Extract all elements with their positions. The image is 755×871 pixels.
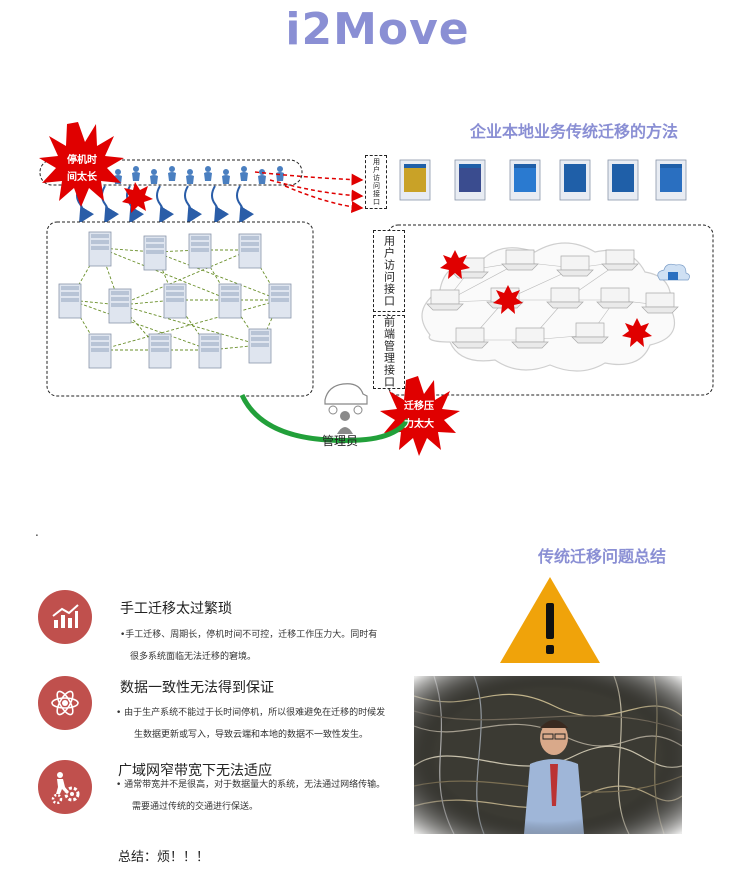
conclusion-text: 总结：烦！！！ — [118, 846, 209, 865]
item-3-body: • 通常带宽并不是很高，对于数据量大的系统，无法通过网络传输。 需要通过传统的交… — [116, 774, 385, 818]
summary-subtitle: 传统迁移问题总结 — [538, 543, 666, 567]
pressure-callout: 迁移压 力太大 — [394, 398, 444, 434]
downtime-line2: 间太长 — [58, 169, 106, 186]
cloud-servers — [400, 160, 686, 200]
item-1-line2: 很多系统面临无法迁移的窘境。 — [120, 646, 377, 668]
user-access-label: 用户访问接口 — [382, 235, 397, 307]
pressure-line1: 迁移压 — [394, 398, 444, 416]
user-access-interface: 用户访问接口 — [373, 230, 405, 312]
item-2-line1: • 由于生产系统不能过于长时间停机，所以很难避免在迁移的时候发 — [116, 702, 385, 724]
person-gears-icon — [48, 770, 82, 804]
manual-migration-badge — [38, 590, 92, 644]
pressure-line2: 力太大 — [394, 416, 444, 434]
tangled-cables-photo — [414, 676, 682, 834]
item-2-body: • 由于生产系统不能过于长时间停机，所以很难避免在迁移的时候发 生数据更新或写入… — [116, 702, 385, 746]
item-3-line2: 需要通过传统的交通进行保送。 — [116, 796, 385, 818]
user-access-small-label: 用户访问接口 — [372, 158, 381, 206]
consistency-badge — [38, 676, 92, 730]
downtime-callout: 停机时 间太长 — [58, 152, 106, 186]
downtime-line1: 停机时 — [58, 152, 106, 169]
frontend-mgmt-label: 前端管理接口 — [382, 316, 397, 388]
item-3-line1: • 通常带宽并不是很高，对于数据量大的系统，无法通过网络传输。 — [116, 774, 385, 796]
warning-icon — [498, 575, 602, 665]
dot-marker: . — [35, 525, 39, 539]
admin-icon — [325, 384, 367, 434]
user-access-interface-small: 用户访问接口 — [365, 155, 387, 209]
chart-icon — [50, 602, 80, 632]
item-1-body: •手工迁移、周期长，停机时间不可控，迁移工作压力大。同时有 很多系统面临无法迁移… — [120, 624, 377, 668]
item-1-line1: •手工迁移、周期长，停机时间不可控，迁移工作压力大。同时有 — [120, 624, 377, 646]
item-1-title: 手工迁移太过繁琐 — [120, 598, 232, 618]
atom-icon — [49, 687, 81, 719]
frontend-management-interface: 前端管理接口 — [373, 315, 405, 389]
item-2-line2: 生数据更新或写入，导致云端和本地的数据不一致性发生。 — [116, 724, 385, 746]
admin-label: 管理员 — [322, 432, 358, 449]
item-2-title: 数据一致性无法得到保证 — [120, 677, 274, 697]
bandwidth-badge — [38, 760, 92, 814]
